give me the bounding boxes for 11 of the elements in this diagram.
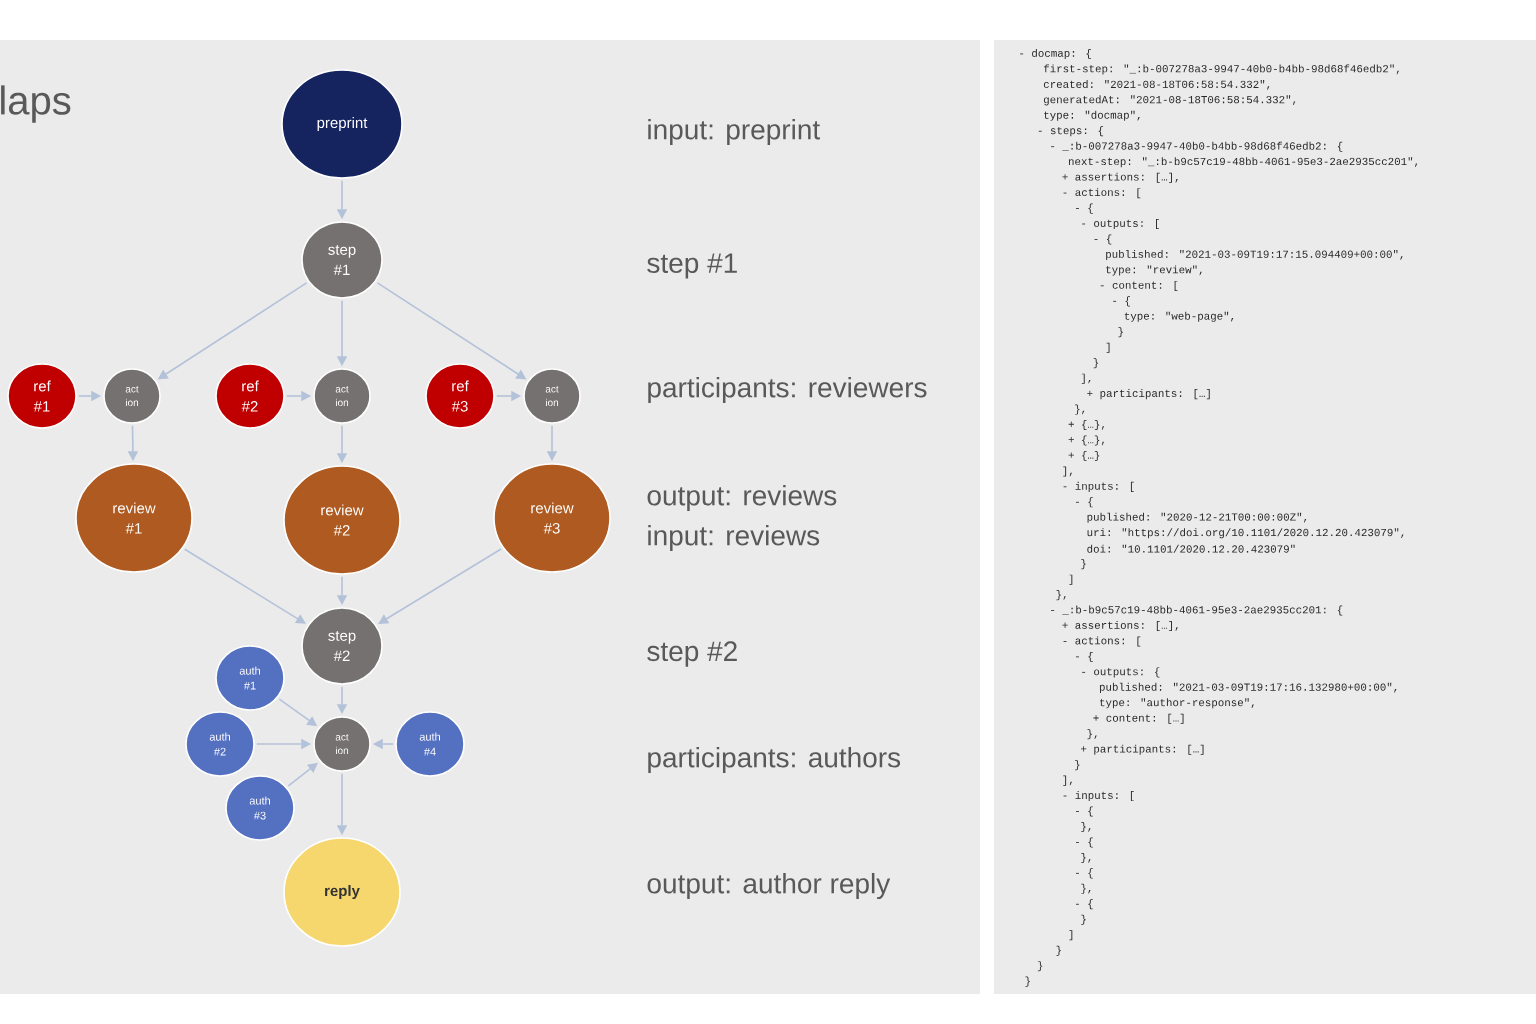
annotation: output: author reply	[647, 872, 891, 900]
arrow	[184, 548, 306, 624]
arrow	[378, 548, 502, 624]
annotation: input: reviews	[648, 524, 820, 552]
annotation: participants: reviewers	[648, 376, 927, 404]
annotation: step #1	[647, 253, 737, 279]
annotation: output: reviews	[647, 484, 837, 512]
annotation: participants: authors	[648, 746, 901, 774]
annotation: input: preprint	[648, 118, 820, 146]
annotation: step #2	[647, 641, 737, 667]
heading: laps	[1, 85, 71, 123]
